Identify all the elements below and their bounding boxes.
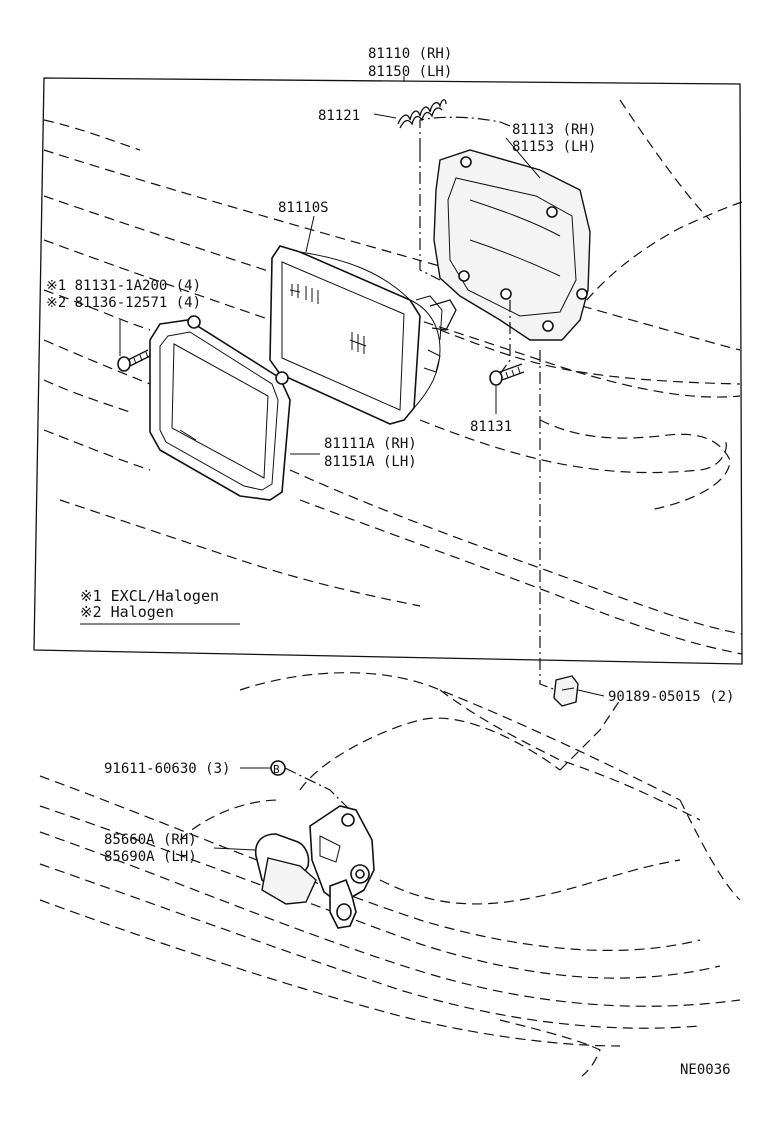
- spring-path: [419, 116, 511, 150]
- detail-frame: [33, 77, 743, 665]
- label-screw-excl-halogen: ※1 81131-1A200 (4): [46, 278, 201, 294]
- clip-nut: [553, 675, 579, 707]
- headlamp-housing: [433, 149, 591, 341]
- sealed-beam-unit: [269, 245, 457, 425]
- label-spring: 81121: [318, 108, 360, 124]
- fog-lamp-assembly: [254, 805, 375, 929]
- bolt-marker: B: [240, 760, 351, 811]
- housing-screw: [489, 363, 525, 386]
- label-assembly-lh: 81150 (LH): [368, 64, 452, 80]
- label-housing-lh: 81153 (LH): [512, 139, 596, 155]
- label-bezel-rh: 81111A (RH): [324, 436, 417, 452]
- bolt-marker-text: B: [273, 763, 280, 776]
- label-screw-single: 81131: [470, 419, 512, 435]
- legend-note-2: ※2 Halogen: [80, 603, 174, 621]
- label-sealed-beam: 81110S: [278, 200, 329, 216]
- label-screw-halogen: ※2 81136-12571 (4): [46, 295, 201, 311]
- adjusting-spring: [397, 99, 447, 129]
- housing-guide-left: [419, 150, 441, 281]
- label-lamp-rh: 85660A (RH): [104, 832, 197, 848]
- label-assembly-rh: 81110 (RH): [368, 46, 452, 62]
- headlamp-bezel: [149, 315, 291, 501]
- lower-body-lines: [39, 672, 741, 1077]
- label-nut: 90189-05015 (2): [608, 689, 734, 705]
- diagram-code: NE0036: [680, 1062, 731, 1078]
- label-bezel-lh: 81151A (LH): [324, 454, 417, 470]
- label-lamp-lh: 85690A (LH): [104, 849, 197, 865]
- nut-guide: [539, 350, 557, 691]
- housing-guide-screw: [499, 300, 511, 375]
- bezel-screw: [117, 349, 151, 372]
- label-bolt: 91611-60630 (3): [104, 761, 230, 777]
- label-housing-rh: 81113 (RH): [512, 122, 596, 138]
- lamp-leader: [213, 847, 257, 851]
- leader-lines-top: [119, 113, 605, 697]
- body-outline-lines: [43, 99, 743, 655]
- legend-note-1: ※1 EXCL/Halogen: [80, 587, 219, 605]
